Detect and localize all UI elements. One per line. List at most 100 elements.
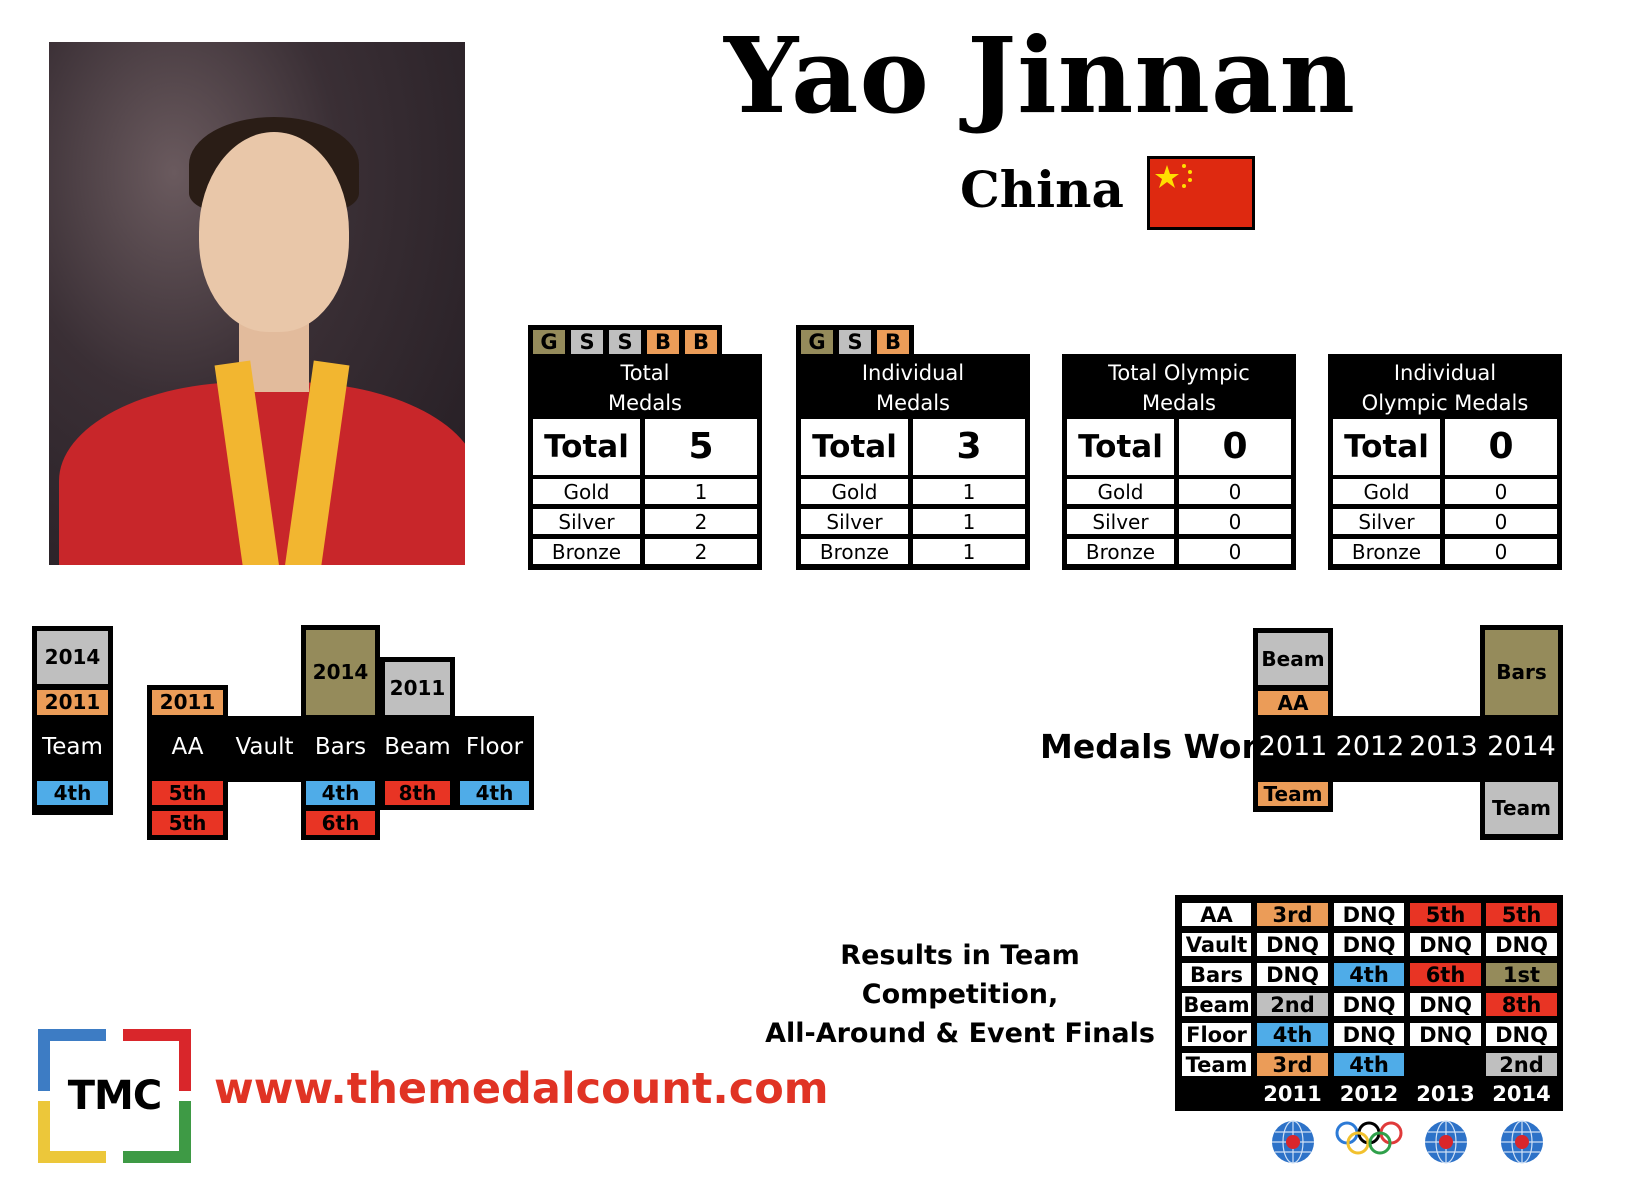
medal-box-title-line: Total Olympic xyxy=(1108,361,1250,385)
event-name: Bars xyxy=(314,734,367,760)
event-name: Vault xyxy=(235,734,294,760)
event-result: 8th xyxy=(385,781,450,805)
results-row-label: Floor xyxy=(1182,1023,1251,1047)
medals-won-year: 2014 xyxy=(1487,731,1556,762)
medal-row-label: Gold xyxy=(1333,479,1440,504)
results-cell: DNQ xyxy=(1410,993,1481,1017)
medal-row-label: Bronze xyxy=(533,539,640,564)
medal-box-title-line: Medals xyxy=(875,391,950,415)
medal-row-value: 0 xyxy=(1445,479,1557,504)
event-result: 6th xyxy=(306,811,375,835)
medal-row-label: Bronze xyxy=(1333,539,1440,564)
results-cell: 4th xyxy=(1334,1053,1404,1077)
event-result: 4th xyxy=(306,781,375,805)
event-name: Beam xyxy=(384,734,451,760)
results-row-label: AA xyxy=(1182,903,1251,927)
medal-tab-G: G xyxy=(533,330,565,354)
olympic-rings-icon xyxy=(1335,1119,1403,1163)
total-value: 0 xyxy=(1445,419,1557,475)
country-name: China xyxy=(960,160,1124,219)
medal-row-value: 1 xyxy=(913,539,1025,564)
medals-won-year: 2011 xyxy=(1258,731,1328,762)
results-cell: DNQ xyxy=(1410,1023,1481,1047)
total-label: Total xyxy=(801,419,908,475)
results-cell: 2nd xyxy=(1257,993,1328,1017)
medal-row-value: 2 xyxy=(645,539,757,564)
event-medal-year: 2011 xyxy=(37,690,108,715)
medal-tab-G: G xyxy=(801,330,833,354)
results-cell: 4th xyxy=(1334,963,1404,987)
results-cell: DNQ xyxy=(1334,903,1404,927)
fig-globe-icon xyxy=(1499,1119,1545,1169)
medals-won-event: Beam xyxy=(1258,633,1328,685)
medals-won-year: 2012 xyxy=(1335,731,1405,762)
results-cell: DNQ xyxy=(1334,933,1404,957)
medals-won-event: Team xyxy=(1485,782,1558,834)
results-row-label: Team xyxy=(1182,1053,1251,1077)
medals-won-event: Bars xyxy=(1485,630,1558,715)
results-row-label: Beam xyxy=(1182,993,1251,1017)
event-result: 5th xyxy=(152,811,223,835)
results-cell: 3rd xyxy=(1257,903,1328,927)
results-title-line: All-Around & Event Finals xyxy=(765,1018,1155,1049)
results-cell: DNQ xyxy=(1334,1023,1404,1047)
medal-row-value: 1 xyxy=(645,479,757,504)
medal-row-label: Silver xyxy=(801,509,908,534)
medals-won-event: Team xyxy=(1258,782,1328,806)
results-title: Results in Team Competition, All-Around … xyxy=(750,936,1170,1053)
fig-globe-icon xyxy=(1270,1119,1316,1169)
tmc-logo: TMC xyxy=(38,1029,191,1163)
total-label: Total xyxy=(1067,419,1174,475)
results-cell: 8th xyxy=(1486,993,1557,1017)
medals-won-year: 2013 xyxy=(1409,731,1478,762)
medal-row-label: Silver xyxy=(1333,509,1440,534)
results-cell: DNQ xyxy=(1334,993,1404,1017)
results-cell: 4th xyxy=(1257,1023,1328,1047)
event-column xyxy=(228,716,301,777)
medal-box-title-line: Olympic Medals xyxy=(1361,391,1529,415)
results-cell: 5th xyxy=(1486,903,1557,927)
results-cell: 5th xyxy=(1410,903,1481,927)
logo-text: TMC xyxy=(67,1073,162,1119)
medals-won-event: AA xyxy=(1258,691,1328,715)
medal-box-title-line: Total xyxy=(620,361,670,385)
medal-row-label: Gold xyxy=(533,479,640,504)
results-row-label: Bars xyxy=(1182,963,1251,987)
medal-tab-B: B xyxy=(647,330,679,354)
event-name: Floor xyxy=(465,734,524,760)
results-cell: DNQ xyxy=(1410,933,1481,957)
website-link[interactable]: www.themedalcount.com xyxy=(214,1064,829,1114)
total-value: 0 xyxy=(1179,419,1291,475)
athlete-name: Yao Jinnan xyxy=(723,14,1357,137)
event-medal-year: 2014 xyxy=(37,631,108,684)
event-result: 4th xyxy=(460,781,529,805)
results-year: 2012 xyxy=(1339,1082,1399,1106)
results-cell: DNQ xyxy=(1486,1023,1557,1047)
athlete-photo xyxy=(49,42,465,565)
medal-row-label: Silver xyxy=(533,509,640,534)
medal-box-title-line: Medals xyxy=(607,391,682,415)
results-cell: DNQ xyxy=(1257,933,1328,957)
results-cell: 6th xyxy=(1410,963,1481,987)
total-label: Total xyxy=(533,419,640,475)
results-cell: 1st xyxy=(1486,963,1557,987)
event-result: 5th xyxy=(152,781,223,805)
medal-row-value: 1 xyxy=(913,509,1025,534)
medal-box-title-line: Medals xyxy=(1141,391,1216,415)
results-year: 2014 xyxy=(1492,1082,1551,1106)
results-year: 2011 xyxy=(1263,1082,1322,1106)
fig-globe-icon xyxy=(1423,1119,1469,1169)
medals-won-label: Medals Won xyxy=(1040,727,1265,766)
china-flag-icon xyxy=(1147,156,1255,230)
medal-box-title-line: Individual xyxy=(1393,361,1497,385)
medal-tab-S: S xyxy=(571,330,603,354)
event-name: Team xyxy=(42,734,103,760)
